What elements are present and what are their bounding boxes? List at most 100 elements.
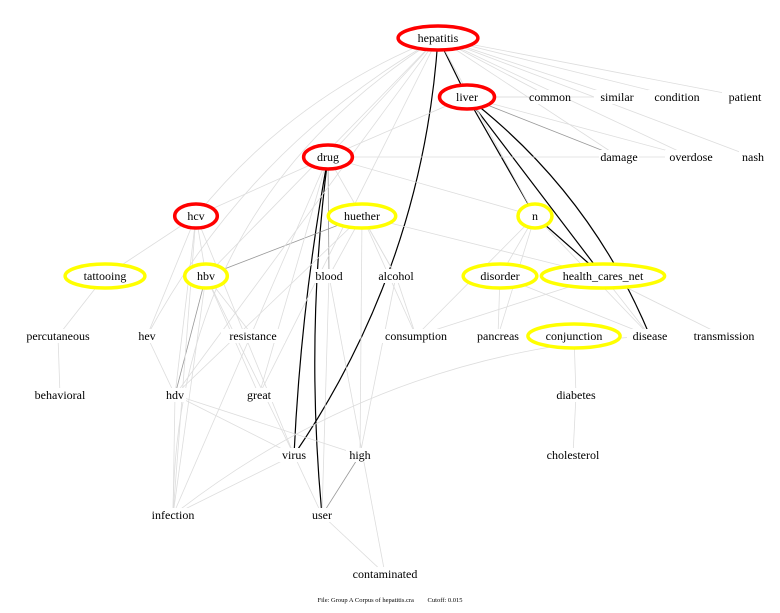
node-label: hdv (166, 388, 184, 402)
node-label: disease (633, 329, 668, 343)
node-common[interactable]: common (529, 90, 571, 104)
node-hdv[interactable]: hdv (164, 388, 186, 402)
node-virus[interactable]: virus (277, 448, 311, 462)
edge-hbv-hdv (174, 275, 207, 396)
node-conjunction[interactable]: conjunction (526, 322, 622, 350)
edge-hepatitis-drug (327, 37, 439, 158)
nodes-layer: hepatitis liver common similar condition pati… (20, 24, 768, 581)
edge-hcv-hdv (174, 215, 197, 396)
node-background (594, 90, 640, 104)
node-background (312, 269, 346, 283)
node-hev[interactable]: hev (136, 329, 158, 343)
node-user[interactable]: user (308, 508, 336, 522)
node-label: condition (654, 90, 699, 104)
node-ring-secondary (326, 202, 398, 230)
node-alcohol[interactable]: alcohol (373, 269, 419, 283)
node-percutaneous[interactable]: percutaneous (20, 329, 96, 343)
edge-hdv-infection (172, 394, 176, 516)
node-background (648, 90, 706, 104)
node-consumption[interactable]: consumption (381, 329, 451, 343)
edge-percutaneous-behavioral (57, 335, 61, 396)
node-label: hepatitis (418, 31, 459, 45)
node-label: tattooing (84, 269, 127, 283)
node-label: health_cares_net (563, 269, 644, 283)
node-infection[interactable]: infection (144, 508, 202, 522)
edge-hcv-infection (172, 215, 197, 516)
edge-blood-contaminated (328, 275, 386, 575)
edge-drug-virus (293, 156, 329, 456)
node-blood[interactable]: blood (312, 269, 346, 283)
node-background (347, 567, 423, 581)
node-label: n (532, 209, 538, 223)
node-condition[interactable]: condition (648, 90, 706, 104)
node-background (665, 150, 717, 164)
edge-hepatitis-hcv (195, 37, 439, 217)
node-resistance[interactable]: resistance (221, 329, 285, 343)
node-hepatitis[interactable]: hepatitis (396, 24, 480, 52)
node-liver[interactable]: liver (437, 83, 497, 111)
node-background (221, 329, 285, 343)
node-label: nash (742, 150, 764, 164)
node-hcv[interactable]: hcv (172, 202, 220, 230)
node-tattooing[interactable]: tattooing (63, 262, 147, 290)
node-label: hcv (187, 209, 204, 223)
node-label: damage (600, 150, 637, 164)
node-label: disorder (480, 269, 519, 283)
node-overdose[interactable]: overdose (665, 150, 717, 164)
node-background (381, 329, 451, 343)
edge-alcohol-consumption (395, 275, 417, 337)
node-label: hbv (197, 269, 215, 283)
node-ring-secondary (461, 262, 539, 290)
node-label: liver (456, 90, 478, 104)
edge-huether-hdv (174, 215, 363, 396)
node-patient[interactable]: patient (722, 90, 768, 104)
node-ring-secondary (516, 202, 554, 230)
node-hbv[interactable]: hbv (182, 262, 230, 290)
edge-diabetes-cholesterol (572, 394, 577, 456)
node-contaminated[interactable]: contaminated (347, 567, 423, 581)
node-disease[interactable]: disease (627, 329, 673, 343)
edge-hepatitis-hdv (174, 37, 439, 396)
node-transmission[interactable]: transmission (686, 329, 762, 343)
node-great[interactable]: great (242, 388, 276, 402)
node-drug[interactable]: drug (301, 143, 355, 171)
node-diabetes[interactable]: diabetes (550, 388, 602, 402)
edge-virus-infection (172, 454, 295, 516)
node-label: contaminated (353, 567, 418, 581)
node-background (722, 90, 768, 104)
node-background (538, 448, 608, 462)
node-ring-secondary (63, 262, 147, 290)
node-damage[interactable]: damage (599, 150, 639, 164)
node-similar[interactable]: similar (594, 90, 640, 104)
node-nash[interactable]: nash (739, 150, 767, 164)
edge-drug-great (258, 156, 329, 396)
node-background (242, 388, 276, 402)
node-behavioral[interactable]: behavioral (28, 388, 92, 402)
node-cholesterol[interactable]: cholesterol (538, 448, 608, 462)
node-ring-primary (172, 202, 220, 230)
node-background (373, 269, 419, 283)
edge-hepatitis-n (437, 37, 536, 217)
edge-huether-high (359, 215, 363, 456)
node-health_cares_net[interactable]: health_cares_net (539, 262, 667, 290)
node-label: great (247, 388, 272, 402)
node-disorder[interactable]: disorder (461, 262, 539, 290)
node-label: user (312, 508, 332, 522)
edge-hepatitis-damage (437, 37, 620, 158)
node-background (472, 329, 524, 343)
node-pancreas[interactable]: pancreas (472, 329, 524, 343)
node-background (599, 150, 639, 164)
node-n[interactable]: n (516, 202, 554, 230)
node-background (530, 90, 570, 104)
edges-layer (57, 37, 754, 575)
node-huether[interactable]: huether (326, 202, 398, 230)
node-background (686, 329, 762, 343)
node-ring-primary (301, 143, 355, 171)
edge-drug-n (327, 156, 536, 217)
footer-file: File: Group A Corpus of hepatitis.cra (317, 597, 414, 604)
node-high[interactable]: high (346, 448, 374, 462)
node-label: huether (344, 209, 380, 223)
edge-hepatitis-patient (437, 37, 746, 98)
